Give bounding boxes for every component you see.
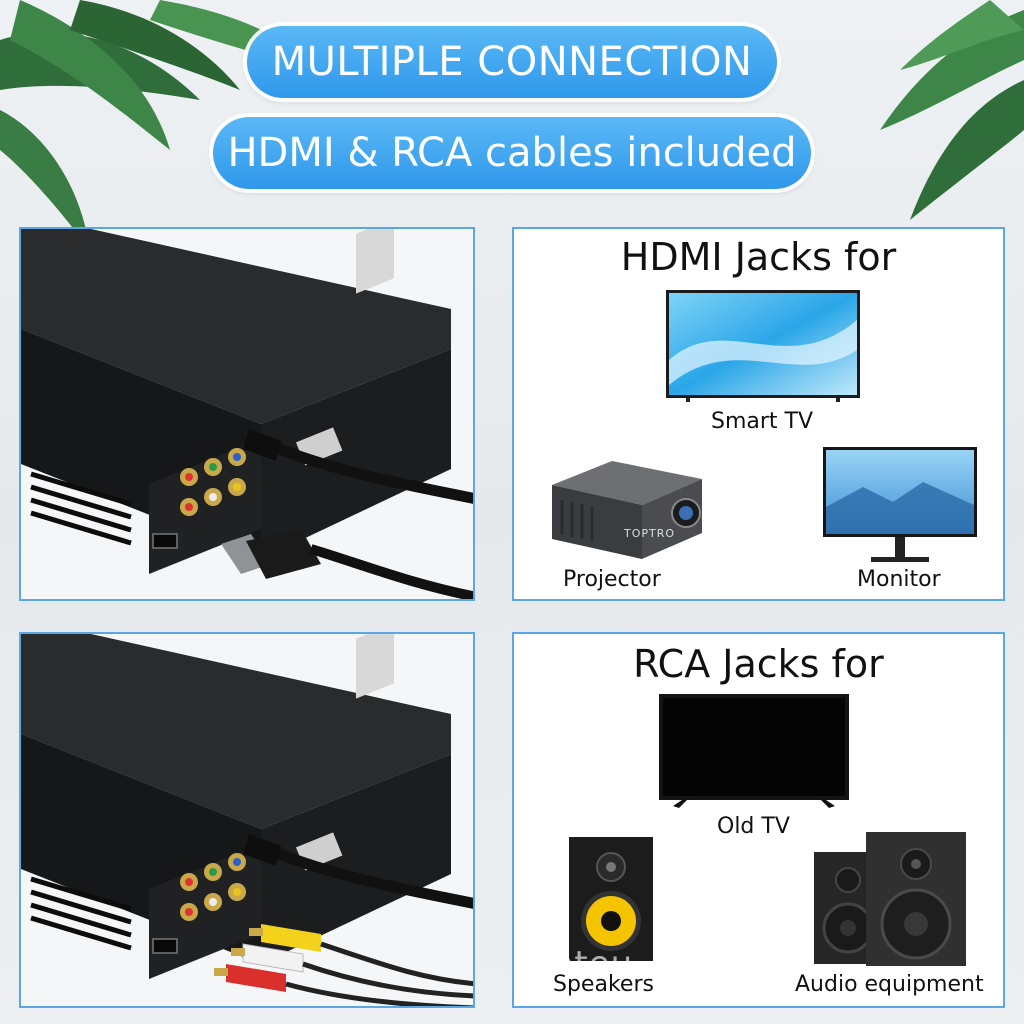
banner-line2: HDMI & RCA cables included — [227, 130, 797, 176]
device-label-smart-tv: Smart TV — [711, 409, 814, 434]
projector-brand: TOPTRO — [624, 527, 676, 540]
banner-line1: MULTIPLE CONNECTION — [271, 39, 753, 85]
rca-devices-panel: RCA Jacks for Old TV Speakers Audio equi… — [512, 632, 1005, 1008]
device-label-old-tv: Old TV — [717, 814, 790, 839]
hdmi-player-panel — [19, 227, 475, 601]
old-tv-icon — [659, 694, 849, 808]
banner-pill-secondary: HDMI & RCA cables included — [213, 117, 811, 189]
monitor-icon — [823, 447, 977, 562]
dvd-player-hdmi-image — [21, 229, 473, 599]
device-label-speakers: Speakers — [553, 972, 654, 997]
device-label-audio-equipment: Audio equipment — [795, 972, 984, 997]
rca-player-panel — [19, 632, 475, 1008]
watermark-text: anteu...8.com — [530, 944, 779, 984]
leaf-top-right-icon — [880, 0, 1024, 220]
dvd-player-rca-image — [21, 634, 473, 1006]
smart-tv-icon — [666, 290, 860, 402]
hdmi-panel-title: HDMI Jacks for — [620, 235, 897, 279]
audio-equipment-icon — [814, 832, 966, 966]
projector-icon — [552, 461, 702, 559]
hdmi-devices-panel: HDMI Jacks for Smart TV TOPTRO Projector — [512, 227, 1005, 601]
device-label-projector: Projector — [563, 567, 661, 592]
rca-panel-title: RCA Jacks for — [633, 642, 884, 686]
device-label-monitor: Monitor — [857, 567, 941, 592]
speaker-icon — [569, 837, 653, 961]
banner-pill-primary: MULTIPLE CONNECTION — [247, 26, 777, 98]
